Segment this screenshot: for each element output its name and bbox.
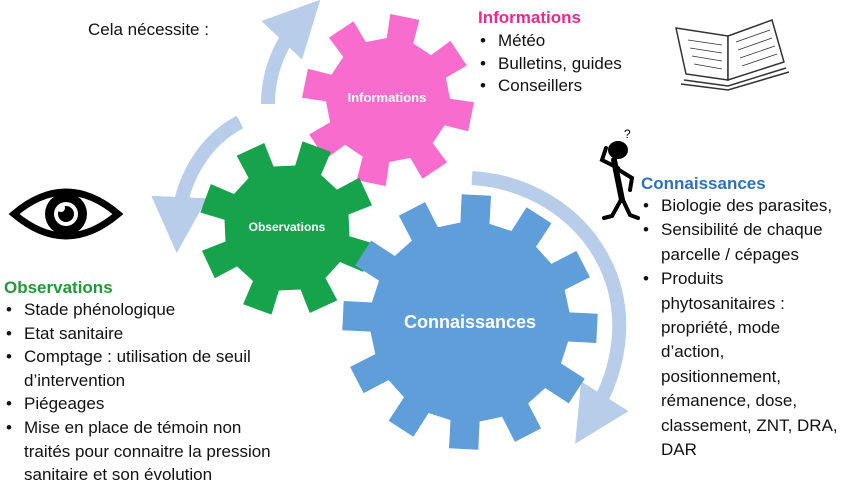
intro-text: Cela nécessite :	[88, 20, 209, 39]
cycle-arrow-right	[471, 171, 629, 444]
informations-list-title: Informations	[478, 8, 581, 27]
connaissances-list-title: Connaissances	[641, 174, 766, 193]
list-item-continuation: phytosanitaires :	[661, 293, 785, 313]
informations-gear	[302, 14, 474, 186]
connaissances-list-block: Connaissances Biologie des parasites, Se…	[641, 174, 838, 462]
list-item: Piégeages	[4, 392, 271, 416]
open-book-icon	[675, 19, 790, 91]
list-item: Météo	[478, 30, 622, 53]
list-item-continuation: traités pour connaitre la pression	[24, 441, 271, 461]
eye-icon	[8, 188, 124, 240]
observations-gear	[200, 141, 374, 315]
thinking-person-icon: ?	[599, 127, 640, 220]
list-item: Produits	[641, 267, 838, 292]
informations-list: Météo Bulletins, guides Conseillers	[478, 30, 622, 98]
connaissances-gear	[342, 194, 598, 450]
observations-gear-label: Observations	[248, 220, 326, 234]
list-item: Comptage : utilisation de seuil	[4, 345, 271, 369]
list-item-continuation: classement, ZNT, DRA,	[661, 415, 838, 435]
list-item-continuation: positionnement,	[661, 366, 782, 386]
observations-list: Stade phénologique Etat sanitaire Compta…	[4, 298, 271, 487]
cycle-arrow-left	[151, 115, 244, 253]
list-item-continuation: parcelle / cépages	[661, 244, 799, 264]
connaissances-gear-label: Connaissances	[403, 312, 537, 332]
list-item: Stade phénologique	[4, 298, 271, 322]
list-item-continuation: d’action,	[661, 342, 725, 362]
list-item: Bulletins, guides	[478, 53, 622, 76]
connaissances-list: Biologie des parasites, Sensibilité de c…	[641, 194, 838, 462]
observations-list-title: Observations	[4, 278, 113, 297]
list-item-continuation: rémanence, dose,	[661, 391, 798, 411]
informations-gear-label: Informations	[347, 90, 427, 105]
list-item-continuation: d’intervention	[24, 370, 126, 390]
list-item: Mise en place de témoin non	[4, 416, 271, 440]
list-item-continuation: DAR	[661, 440, 697, 460]
list-item: Sensibilité de chaque	[641, 218, 838, 243]
list-item: Biologie des parasites,	[641, 194, 838, 219]
list-item-continuation: propriété, mode	[661, 318, 781, 338]
svg-text:?: ?	[624, 127, 631, 141]
cycle-arrow-top	[261, 0, 321, 105]
observations-list-block: Observations Stade phénologique Etat san…	[4, 278, 271, 487]
list-item: Etat sanitaire	[4, 322, 271, 346]
list-item: Conseillers	[478, 75, 622, 98]
informations-list-block: Informations Météo Bulletins, guides Con…	[478, 8, 622, 98]
list-item-continuation: sanitaire et son évolution	[24, 465, 213, 485]
